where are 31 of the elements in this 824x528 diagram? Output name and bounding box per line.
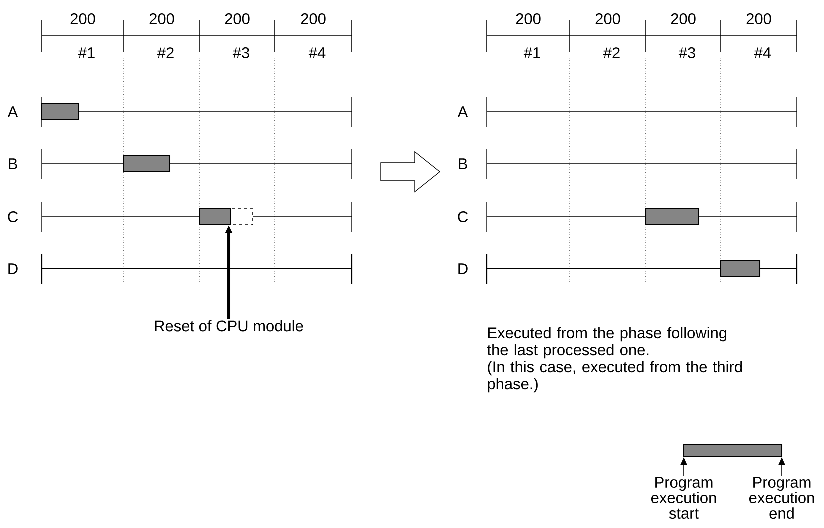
sample-execution-bar [684, 444, 782, 458]
time-label: 200 [225, 14, 250, 24]
time-label: 200 [150, 14, 174, 24]
time-label: 200 [301, 14, 326, 24]
row-label: B [9, 158, 18, 170]
phase-label: #2 [157, 48, 174, 58]
time-label: 200 [70, 14, 96, 24]
phase-label: #3 [678, 48, 696, 58]
row-label: D [458, 264, 468, 274]
time-label: 200 [596, 14, 620, 24]
row-label: B [459, 158, 468, 170]
row-label: A [458, 106, 468, 118]
note-text: (In this case, executed from the third phase.) [488, 361, 742, 393]
row-label: A [8, 106, 18, 118]
annotation-text: Program execution end [750, 477, 814, 520]
phase-label: #2 [603, 48, 620, 58]
row-label: C [458, 212, 468, 222]
row-label: D [8, 264, 18, 274]
annotation-text: Program execution start [652, 477, 716, 520]
phase-label: #1 [78, 48, 95, 58]
phase-label: #4 [754, 48, 772, 58]
phase-label: #3 [232, 48, 250, 58]
time-label: 200 [746, 14, 772, 24]
note-text: Executed from the phase following the last processed one. [487, 327, 727, 359]
execution-bar [200, 208, 232, 226]
phase-label: #1 [524, 48, 540, 58]
row-label: C [8, 212, 18, 222]
phase-label: #4 [308, 48, 326, 58]
annotation-text: Reset of CPU module [155, 320, 304, 332]
time-label: 200 [671, 14, 696, 24]
time-label: 200 [516, 14, 541, 24]
